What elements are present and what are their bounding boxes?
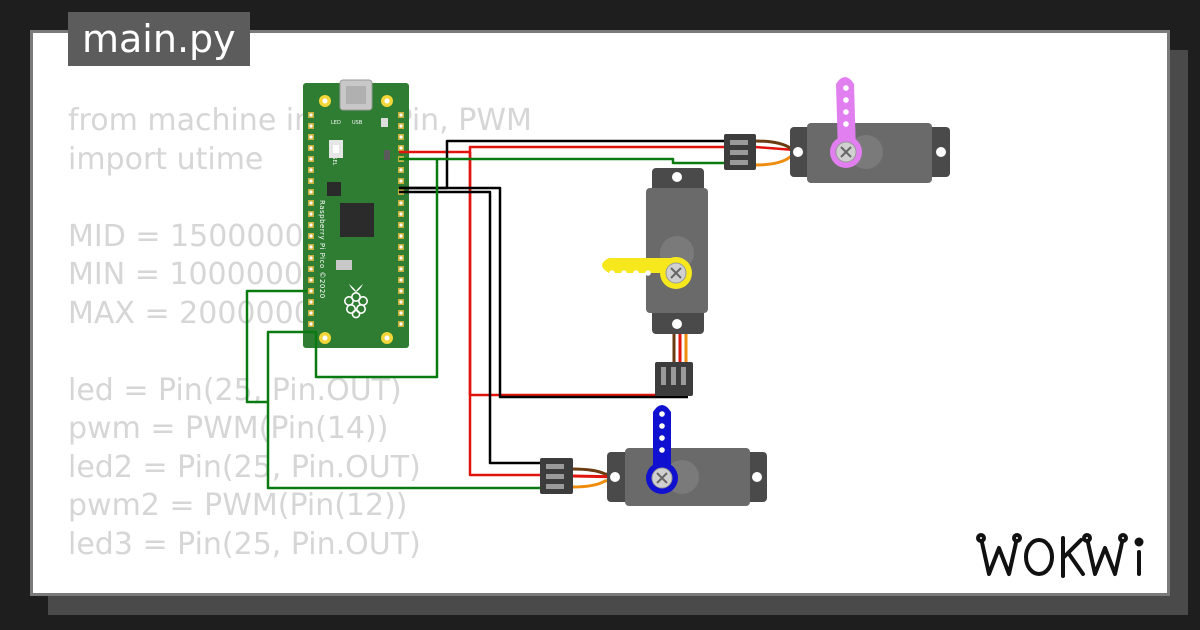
wire-signal-bottom [245,289,307,404]
wire-power-bottom [468,152,545,477]
pin-headers [308,112,404,327]
wire-ground-bottom [399,190,545,465]
led-indicator [381,118,388,127]
file-tab[interactable]: main.py [68,12,250,66]
servo-middle[interactable] [602,168,708,396]
code-line: MID = 1500000 [68,218,304,254]
code-line: led = Pin(25, Pin.OUT) [68,372,402,408]
preview-card [30,30,1170,596]
wire-power-top [399,145,735,154]
board-name: Raspberry Pi Pico ©2020 [318,200,326,299]
code-line: import utime [68,141,264,177]
wire-signal-bottom-2 [266,330,545,490]
servo-top[interactable] [724,77,950,183]
code-line: led3 = Pin(25, Pin.OUT) [68,526,421,562]
code-line: led2 = Pin(25, Pin.OUT) [68,449,421,485]
usb-label: USB [352,120,363,126]
wire-ground-middle [399,186,688,399]
raspberry-logo [344,284,368,319]
wire-signal-top [399,157,735,165]
wire-signal-middle [307,159,439,379]
led-label: LED [331,120,341,126]
wires [245,139,735,490]
code-line: pwm = PWM(Pin(14)) [68,411,389,446]
mounting-holes [319,95,393,344]
pico-board[interactable]: LED USB BOOTSEL Raspberry Pi Pico ©2020 [303,79,409,348]
servo-bottom-horn [653,405,671,478]
code-line: MIN = 1000000 [68,257,303,292]
wokwi-logo[interactable] [975,530,1150,585]
rp2040-chip [340,203,374,237]
servo-bottom[interactable] [540,405,767,506]
code-line: pwm2 = PWM(Pin(12)) [68,488,408,523]
servo-middle-horn [602,258,676,273]
